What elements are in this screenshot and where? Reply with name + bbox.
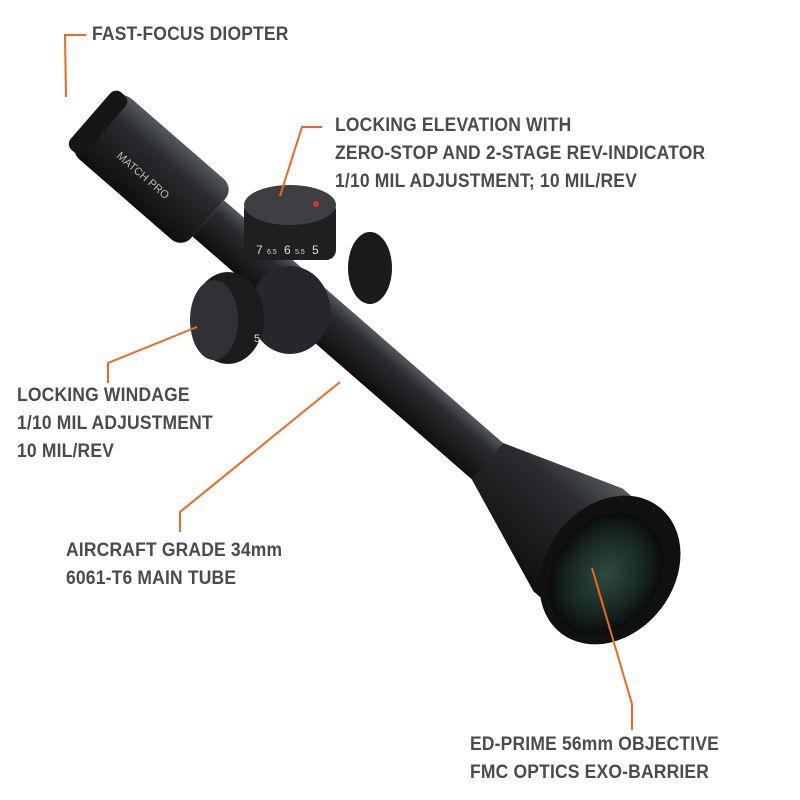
objective-lens	[548, 512, 664, 636]
leader-line-main-tube	[179, 381, 341, 532]
leader-lines	[63, 34, 633, 730]
windage-mark: 5	[254, 333, 260, 345]
leader-line-objective	[591, 567, 633, 730]
leader-line-windage	[107, 326, 198, 383]
callout-line: LOCKING WINDAGE	[17, 385, 190, 406]
elevation-cap	[244, 185, 336, 225]
leader-line-elevation	[279, 126, 322, 197]
callout-line: ZERO-STOP AND 2-STAGE REV-INDICATOR	[335, 143, 706, 164]
callout-main-tube: AIRCRAFT GRADE 34mm 6061-T6 MAIN TUBE	[66, 537, 282, 593]
elevation-mark: 7	[256, 243, 263, 257]
callout-line: AIRCRAFT GRADE 34mm	[66, 540, 283, 561]
elevation-mark: 5	[312, 243, 319, 257]
elevation-mark: 6.5	[267, 249, 277, 256]
callout-elevation: LOCKING ELEVATION WITH ZERO-STOP AND 2-S…	[335, 112, 705, 196]
callout-objective: ED-PRIME 56mm OBJECTIVE FMC OPTICS EXO-B…	[470, 731, 719, 787]
callout-line: 1/10 MIL ADJUSTMENT	[17, 413, 213, 434]
callout-line: FAST-FOCUS DIOPTER	[92, 24, 289, 45]
callout-line: 1/10 MIL ADJUSTMENT; 10 MIL/REV	[335, 171, 637, 192]
elevation-mark: 6	[284, 243, 291, 257]
diopter-ring	[68, 90, 128, 155]
elevation-dial-numbers: 7 6.5 6 5.5 5	[256, 243, 319, 257]
callout-windage: LOCKING WINDAGE 1/10 MIL ADJUSTMENT 10 M…	[17, 382, 213, 466]
callout-line: ED-PRIME 56mm OBJECTIVE	[470, 734, 720, 755]
leader-line-diopter	[63, 34, 86, 98]
turret-housing	[250, 266, 330, 354]
parallax-turret	[348, 232, 392, 304]
elevation-mark: 5.5	[295, 249, 305, 256]
callout-line: 6061-T6 MAIN TUBE	[66, 568, 237, 589]
rev-indicator-dot	[313, 201, 319, 207]
callout-line: LOCKING ELEVATION WITH	[335, 115, 572, 136]
callout-diopter: FAST-FOCUS DIOPTER	[92, 21, 289, 49]
eyepiece	[74, 95, 229, 243]
callout-line: FMC OPTICS EXO-BARRIER	[470, 762, 710, 783]
callout-line: 10 MIL/REV	[17, 441, 115, 462]
windage-cap	[190, 280, 238, 360]
